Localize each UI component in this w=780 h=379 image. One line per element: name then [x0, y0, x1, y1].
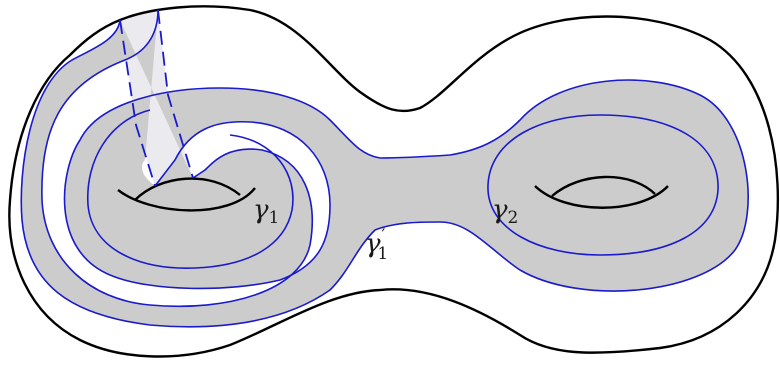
gamma-2-core-curve	[487, 114, 719, 256]
hole-2-lower	[534, 185, 669, 209]
gamma-1-core-curve	[87, 109, 294, 269]
surface-outline	[8, 5, 780, 358]
label-gamma-1-prime: γ′1	[365, 226, 388, 264]
dashed-arc-left	[119, 19, 156, 187]
label-gamma-2: γ2	[492, 195, 518, 228]
dashed-arc-right	[157, 9, 194, 179]
hole-2-upper	[551, 175, 656, 197]
hole-1-lower	[117, 187, 256, 212]
gamma-band-outer-curve	[20, 19, 749, 328]
label-gamma-1: γ1	[253, 195, 279, 228]
hole-1-upper	[134, 177, 241, 201]
